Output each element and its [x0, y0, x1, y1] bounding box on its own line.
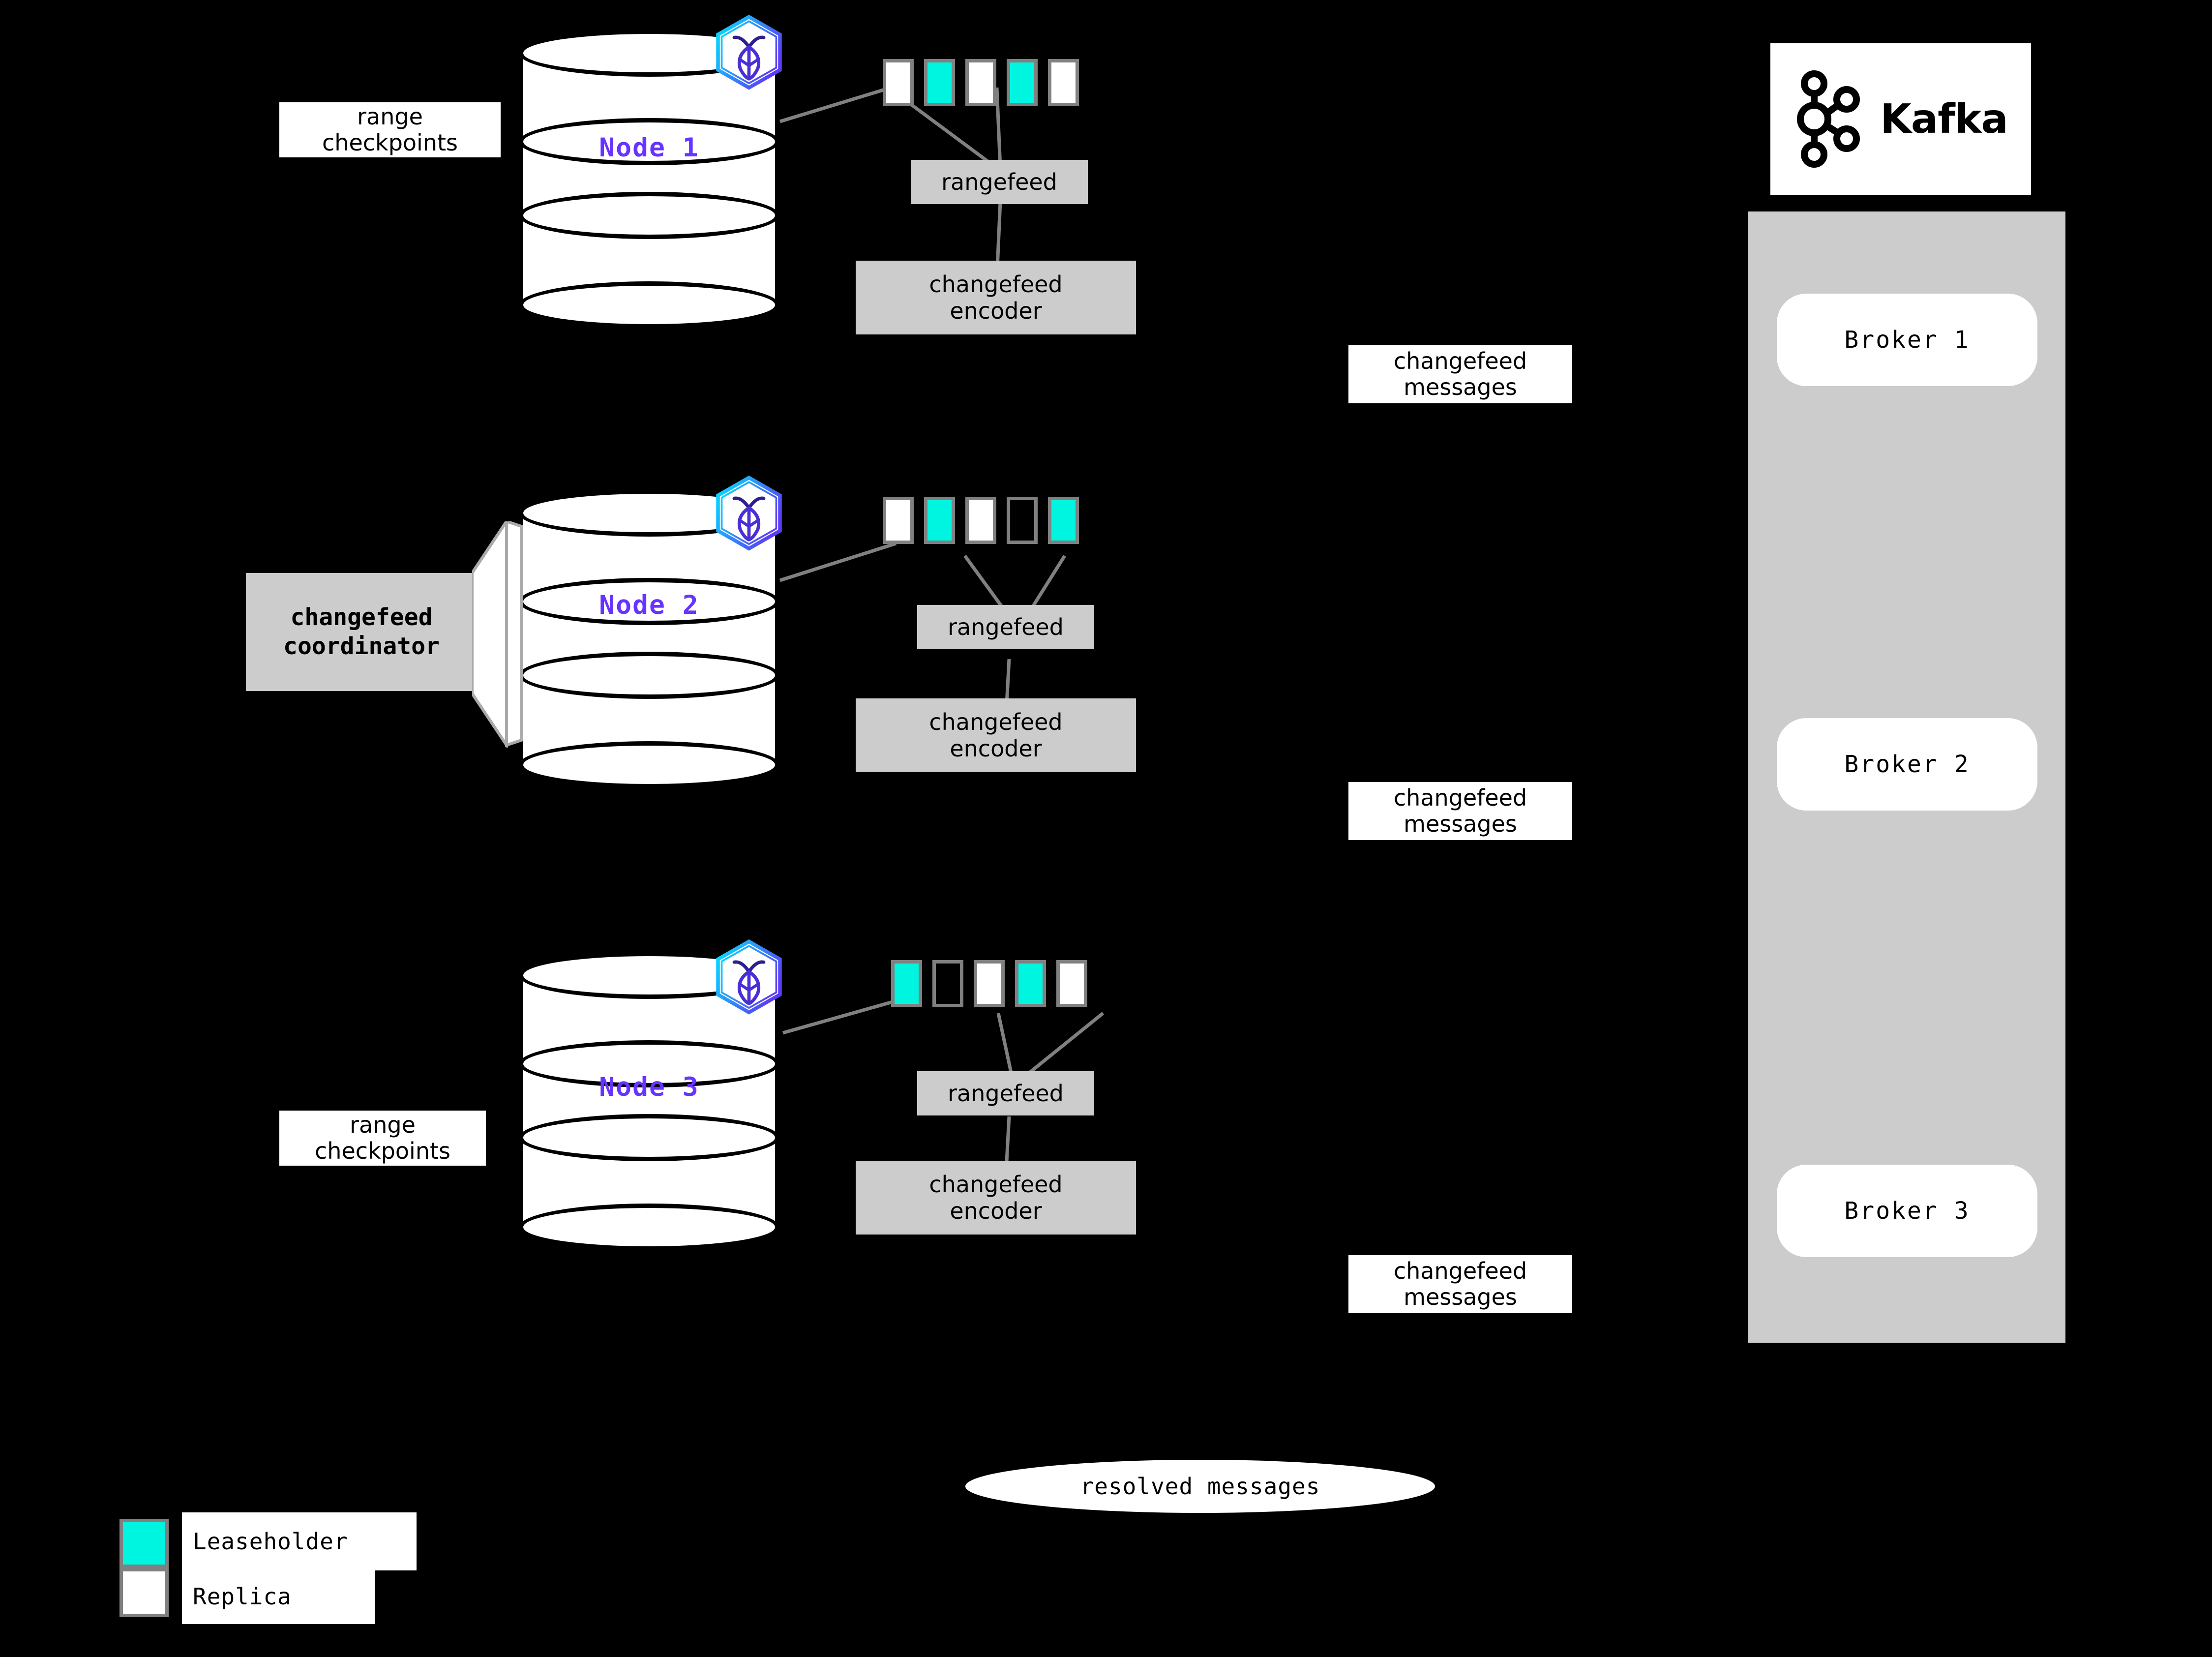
- node-3-changefeed-encoder-box[interactable]: changefeed encoder: [856, 1161, 1136, 1235]
- broker-3[interactable]: Broker 3: [1777, 1165, 2037, 1257]
- node-3-ranges: [891, 960, 1087, 1007]
- cylinder-bottom: [519, 741, 779, 788]
- node-2-ranges: [883, 497, 1079, 544]
- cylinder-band-2: [519, 1114, 779, 1161]
- cylinder-band-2: [519, 652, 779, 699]
- changefeed-messages-label-2: changefeed messages: [1348, 782, 1572, 840]
- cylinder-band-1: [519, 1040, 779, 1087]
- node-1-cylinder: Node 1: [519, 30, 779, 329]
- node-3-range-checkpoints-label: range checkpoints: [279, 1111, 486, 1166]
- coordinator-line-2: coordinator: [283, 633, 440, 660]
- node-2-label: Node 2: [599, 590, 699, 620]
- cylinder-bottom: [519, 281, 779, 329]
- cylinder-body: [519, 971, 779, 1227]
- legend-swatch-leaseholder: [120, 1519, 169, 1568]
- kafka-node-graph-icon: [1797, 70, 1860, 168]
- cylinder-band-1: [519, 578, 779, 625]
- encoder-line-1: changefeed: [929, 271, 1063, 298]
- range-box[interactable]: [924, 59, 955, 106]
- changefeed-messages-label-1: changefeed messages: [1348, 345, 1572, 403]
- changefeed-messages-label-3: changefeed messages: [1348, 1255, 1572, 1313]
- node-1-ranges: [883, 59, 1079, 106]
- resolved-messages-pill: resolved messages: [965, 1460, 1435, 1513]
- range-box[interactable]: [1015, 960, 1046, 1007]
- node-1-changefeed-encoder-box[interactable]: changefeed encoder: [856, 261, 1136, 334]
- range-box[interactable]: [883, 497, 914, 544]
- coordinator-body: changefeed coordinator: [246, 573, 477, 691]
- node-3-rangefeed-box[interactable]: rangefeed: [917, 1071, 1094, 1115]
- range-box[interactable]: [1048, 497, 1079, 544]
- legend-label-leaseholder: Leaseholder: [182, 1512, 417, 1570]
- range-box[interactable]: [1048, 59, 1079, 106]
- edge-label-line-1: changefeed: [1393, 348, 1527, 375]
- encoder-line-2: encoder: [950, 735, 1042, 762]
- node-1-label: Node 1: [599, 133, 699, 163]
- node-2-changefeed-encoder-box[interactable]: changefeed encoder: [856, 698, 1136, 772]
- encoder-line-1: changefeed: [929, 1171, 1063, 1198]
- range-box[interactable]: [891, 960, 922, 1007]
- encoder-line-2: encoder: [950, 1198, 1042, 1224]
- kafka-wordmark: Kafka: [1880, 95, 2008, 143]
- node-3-label: Node 3: [599, 1072, 699, 1102]
- checkpoint-line-1: range: [357, 103, 423, 130]
- range-box[interactable]: [932, 960, 963, 1007]
- encoder-line-2: encoder: [950, 298, 1042, 324]
- edge-label-line-2: messages: [1404, 1284, 1517, 1310]
- encoder-line-1: changefeed: [929, 708, 1063, 735]
- node-1-range-checkpoints-label: range checkpoints: [279, 102, 501, 157]
- cylinder-band-2: [519, 192, 779, 239]
- range-box[interactable]: [965, 497, 996, 544]
- checkpoint-line-1: range: [350, 1112, 416, 1139]
- cylinder-band-1: [519, 118, 779, 165]
- range-box[interactable]: [1007, 497, 1038, 544]
- node-2-rangefeed-box[interactable]: rangefeed: [917, 605, 1094, 649]
- range-box[interactable]: [1056, 960, 1087, 1007]
- checkpoint-line-2: checkpoints: [322, 129, 458, 156]
- node-3-cylinder: Node 3: [519, 952, 779, 1251]
- node-1-rangefeed-box[interactable]: rangefeed: [911, 160, 1088, 204]
- legend-swatch-replica: [120, 1568, 169, 1617]
- coordinator-line-1: changefeed: [290, 603, 433, 632]
- coordinator-pointer: [472, 521, 523, 748]
- range-box[interactable]: [883, 59, 914, 106]
- broker-2[interactable]: Broker 2: [1777, 718, 2037, 811]
- edge-label-line-2: messages: [1404, 374, 1517, 400]
- cylinder-body: [519, 49, 779, 305]
- edge-label-line-2: messages: [1404, 811, 1517, 837]
- range-box[interactable]: [1007, 59, 1038, 106]
- cylinder-bottom: [519, 1204, 779, 1251]
- node-2-cylinder: Node 2: [519, 489, 779, 788]
- cockroachdb-hexagon-icon: [712, 938, 786, 1016]
- changefeed-coordinator-callout[interactable]: changefeed coordinator: [246, 573, 482, 691]
- broker-1[interactable]: Broker 1: [1777, 294, 2037, 386]
- range-box[interactable]: [924, 497, 955, 544]
- range-box[interactable]: [965, 59, 996, 106]
- cockroachdb-hexagon-icon: [712, 475, 786, 552]
- edge-label-line-1: changefeed: [1393, 1258, 1527, 1285]
- legend-label-replica: Replica: [182, 1569, 375, 1624]
- cockroachdb-hexagon-icon: [712, 14, 786, 91]
- edge-label-line-1: changefeed: [1393, 784, 1527, 812]
- range-box[interactable]: [974, 960, 1005, 1007]
- kafka-logo: Kafka: [1770, 43, 2031, 195]
- checkpoint-line-2: checkpoints: [315, 1138, 450, 1164]
